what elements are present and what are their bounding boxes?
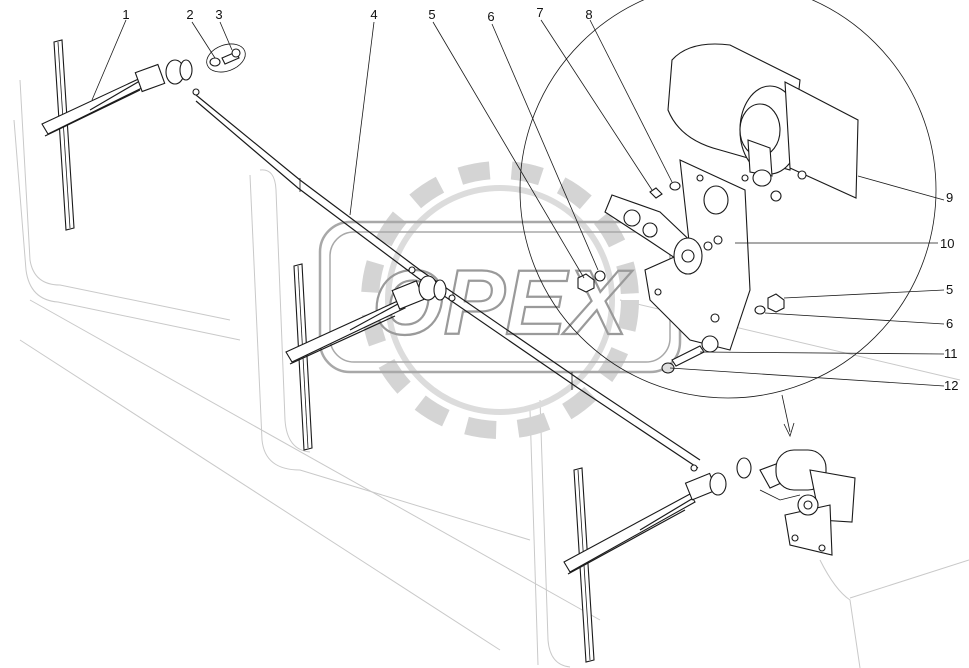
detail-arrow: [781, 394, 795, 438]
wiper-pivot-right: [684, 457, 752, 501]
callout-6: 6: [487, 9, 494, 24]
wiper-motor-small: [759, 449, 856, 556]
callout-9: 9: [946, 190, 953, 205]
grommet: [701, 335, 719, 353]
callout-3: 3: [215, 7, 222, 22]
nut-5-left: [577, 273, 595, 293]
crank-lever-detail: [604, 194, 713, 275]
screw-7: [649, 187, 663, 199]
wiper-blade-middle: [285, 263, 421, 451]
callout-7: 7: [536, 5, 543, 20]
callout-11: 11: [944, 346, 958, 361]
callout-10: 10: [940, 236, 954, 251]
watermark-gear-icon: [361, 161, 639, 439]
callout-5-right: 5: [946, 282, 953, 297]
callout-labels: 1 2 3 4 5 6 7 8 9 10 5 6 11 12: [122, 5, 958, 393]
washer-6-right: [754, 305, 766, 315]
callout-8: 8: [585, 7, 592, 22]
callout-12: 12: [944, 378, 958, 393]
leader-lines: [91, 19, 945, 387]
nut-5-right: [767, 293, 785, 313]
wiper-pivot-middle: [391, 266, 456, 310]
wiper-pivot-left: [134, 59, 200, 96]
callout-6-right: 6: [946, 316, 953, 331]
callout-5: 5: [428, 7, 435, 22]
wiper-blade-left: [41, 39, 151, 231]
hardware-detail: [577, 181, 785, 374]
linkage-rods: [195, 94, 701, 469]
callout-4: 4: [370, 7, 377, 22]
detail-view-circle: [519, 0, 937, 399]
washer-8: [669, 181, 681, 191]
callout-2: 2: [186, 7, 193, 22]
bolt-and-ring: [206, 43, 246, 73]
callout-1: 1: [122, 7, 129, 22]
wiper-blade-right: [563, 467, 711, 663]
motor-detail: [667, 43, 859, 202]
washer-6-left: [594, 270, 606, 282]
